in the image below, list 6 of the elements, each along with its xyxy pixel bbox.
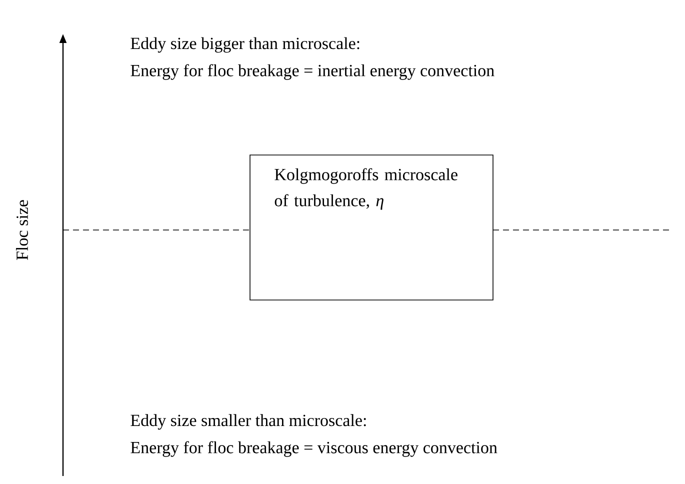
axis-label: Floc size [16, 200, 28, 260]
note-text: Energy for floc breakage = inertial energy convection [130, 64, 494, 80]
note-text: Energy for floc breakage = viscous energy convection [130, 441, 498, 457]
note-text: Eddy size bigger than microscale: [130, 37, 360, 53]
note-text: Eddy size smaller than microscale: [130, 414, 366, 430]
text-box: Kolgmogoroffs microscale of turbulence, η [250, 154, 494, 300]
